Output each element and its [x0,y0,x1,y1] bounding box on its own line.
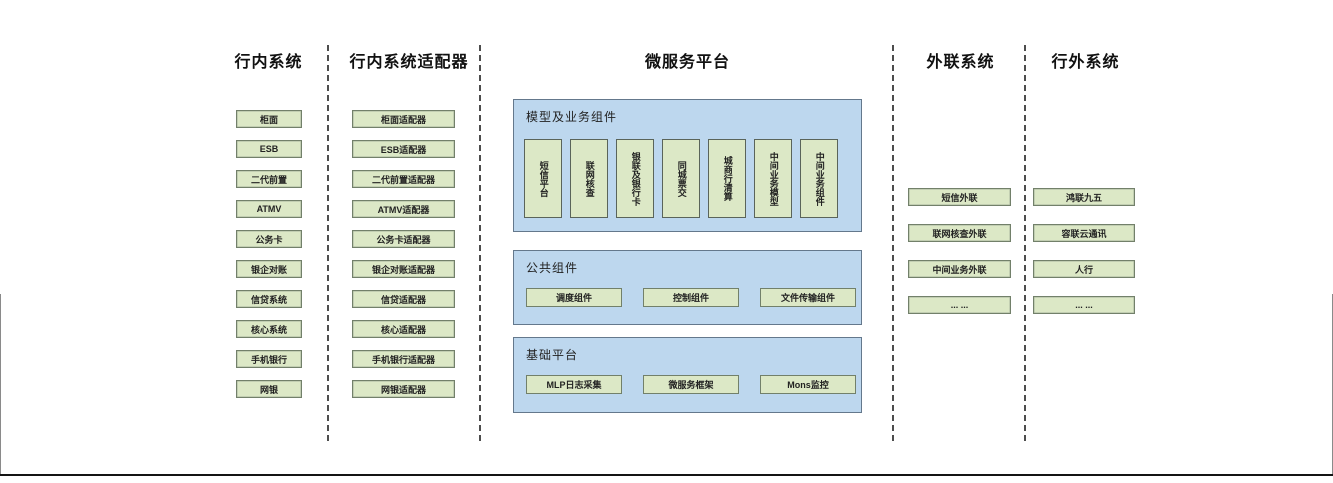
external-box: 人行 [1033,260,1135,278]
adapter-box: 信贷适配器 [352,290,455,308]
outreach-systems-header: 外联系统 [926,54,995,71]
frame-bottom-rule [0,474,1333,476]
system-box: 公务卡 [236,230,302,248]
component-box: 中间业务组件 [800,139,838,218]
component-box: 中间业务模型 [754,139,792,218]
system-box: 核心系统 [236,320,302,338]
outreach-box: 联网核查外联 [908,224,1011,242]
model-business-components-panel: 模型及业务组件 短信平台 联网核查 银联及银行卡 同城票交 城商行清算 中间业务… [513,99,862,232]
base-platform-panel: 基础平台 MLP日志采集 微服务框架 Mons监控 [513,337,862,413]
outreach-box: 中间业务外联 [908,260,1011,278]
external-systems-header: 行外系统 [1051,54,1120,71]
component-box: 调度组件 [526,288,622,307]
component-box: 银联及银行卡 [616,139,654,218]
system-box: ATMV [236,200,302,218]
external-box-ellipsis: ... ... [1033,296,1135,314]
outreach-systems-column: 短信外联 联网核查外联 中间业务外联 ... ... [908,188,1011,314]
component-box: Mons监控 [760,375,856,394]
component-box: 城商行清算 [708,139,746,218]
microservice-platform-header: 微服务平台 [644,54,730,71]
component-box: 微服务框架 [643,375,739,394]
separator-dashed-2 [479,45,481,445]
internal-adapters-column: 柜面适配器 ESB适配器 二代前置适配器 ATMV适配器 公务卡适配器 银企对账… [352,110,455,398]
internal-systems-header: 行内系统 [234,54,303,71]
external-box: 鸿联九五 [1033,188,1135,206]
adapter-box: ESB适配器 [352,140,455,158]
panel-title: 公共组件 [526,261,579,275]
internal-systems-column: 柜面 ESB 二代前置 ATMV 公务卡 银企对账 信贷系统 核心系统 手机银行… [236,110,302,398]
component-box: 控制组件 [643,288,739,307]
component-box: 短信平台 [524,139,562,218]
adapter-box: 网银适配器 [352,380,455,398]
system-box: ESB [236,140,302,158]
adapter-box: 柜面适配器 [352,110,455,128]
adapter-box: ATMV适配器 [352,200,455,218]
outreach-box: 短信外联 [908,188,1011,206]
component-box: 文件传输组件 [760,288,856,307]
system-box: 手机银行 [236,350,302,368]
common-components-row: 调度组件 控制组件 文件传输组件 [526,288,856,307]
panel-title: 基础平台 [526,348,579,362]
adapter-box: 公务卡适配器 [352,230,455,248]
model-components-row: 短信平台 联网核查 银联及银行卡 同城票交 城商行清算 中间业务模型 中间业务组… [524,139,838,218]
panel-title: 模型及业务组件 [526,110,618,124]
system-box: 柜面 [236,110,302,128]
separator-dashed-3 [892,45,894,445]
adapter-box: 手机银行适配器 [352,350,455,368]
frame-left-edge [0,294,1,476]
system-box: 银企对账 [236,260,302,278]
base-platform-row: MLP日志采集 微服务框架 Mons监控 [526,375,856,394]
outreach-box-ellipsis: ... ... [908,296,1011,314]
external-systems-column: 鸿联九五 容联云通讯 人行 ... ... [1033,188,1135,314]
system-box: 网银 [236,380,302,398]
component-box: 同城票交 [662,139,700,218]
component-box: 联网核查 [570,139,608,218]
separator-dashed-4 [1024,45,1026,445]
adapter-box: 二代前置适配器 [352,170,455,188]
adapter-box: 银企对账适配器 [352,260,455,278]
common-components-panel: 公共组件 调度组件 控制组件 文件传输组件 [513,250,862,325]
internal-adapters-header: 行内系统适配器 [349,54,469,71]
component-box: MLP日志采集 [526,375,622,394]
separator-dashed-1 [327,45,329,445]
external-box: 容联云通讯 [1033,224,1135,242]
adapter-box: 核心适配器 [352,320,455,338]
system-box: 信贷系统 [236,290,302,308]
system-box: 二代前置 [236,170,302,188]
